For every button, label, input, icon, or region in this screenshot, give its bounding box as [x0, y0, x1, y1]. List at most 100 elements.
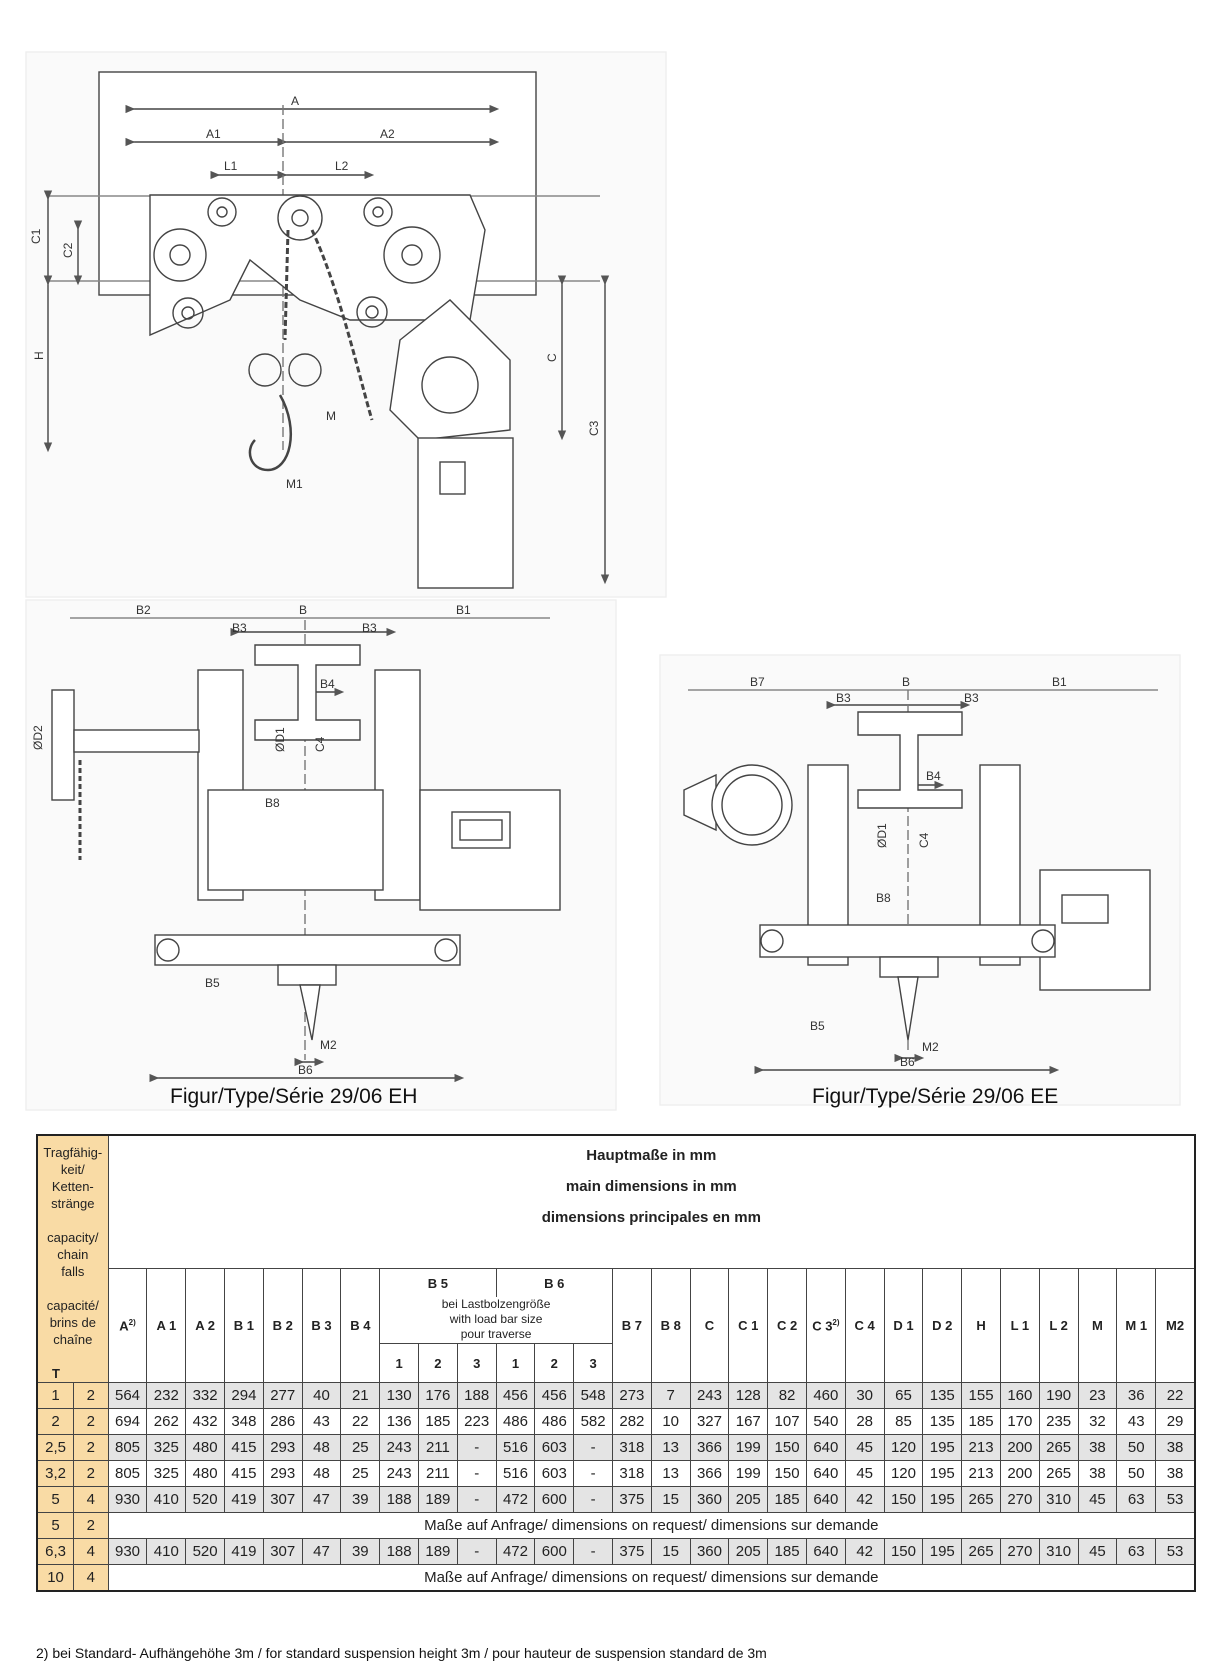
value-cell: 176 [418, 1382, 458, 1409]
label-B3-right: B3 [362, 621, 377, 635]
value-cell: 22 [1155, 1382, 1196, 1409]
capacity-header-line [38, 1280, 108, 1297]
value-cell: 63 [1116, 1538, 1157, 1565]
value-cell: 360 [689, 1538, 730, 1565]
label-B4: B4 [926, 769, 941, 783]
value-cell: 29 [1155, 1408, 1196, 1435]
value-cell: 170 [999, 1408, 1040, 1435]
falls-cell: 2 [73, 1434, 109, 1461]
footnote: 2) bei Standard- Aufhängehöhe 3m / for s… [36, 1645, 767, 1661]
col-header: M [1077, 1268, 1118, 1383]
value-cell: 277 [262, 1382, 303, 1409]
value-cell: 243 [379, 1434, 419, 1461]
capacity-cell: 10 [36, 1564, 75, 1592]
value-cell: 136 [379, 1408, 419, 1435]
value-cell: 366 [689, 1434, 730, 1461]
label-M: M [326, 409, 336, 423]
value-cell: 45 [1077, 1486, 1118, 1513]
value-cell: 130 [379, 1382, 419, 1409]
capacity-header: Tragfähig-keit/Ketten-stränge capacity/c… [36, 1134, 109, 1383]
col-header-B6: B 6 [495, 1268, 613, 1297]
value-cell: 419 [224, 1538, 264, 1565]
value-cell: 472 [495, 1538, 536, 1565]
label-B1: B1 [456, 603, 471, 617]
capacity-cell: 2 [36, 1408, 75, 1435]
sub-col-header: 3 [573, 1343, 613, 1383]
value-cell: 265 [1038, 1434, 1079, 1461]
col-header: C [689, 1268, 730, 1383]
value-cell: 38 [1155, 1434, 1196, 1461]
falls-cell: 2 [73, 1382, 109, 1409]
value-cell: 38 [1155, 1460, 1196, 1487]
col-header: B 8 [650, 1268, 691, 1383]
col-header: A 1 [146, 1268, 187, 1383]
value-cell: 930 [107, 1538, 148, 1565]
value-cell: 53 [1155, 1486, 1196, 1513]
value-cell: 39 [340, 1486, 381, 1513]
label-B3-right: B3 [964, 691, 979, 705]
value-cell: 805 [107, 1434, 148, 1461]
capacity-cell: 2,5 [36, 1434, 75, 1461]
value-cell: 213 [961, 1460, 1001, 1487]
sub-col-header: 1 [495, 1343, 536, 1383]
table-title-line: Hauptmaße in mm [586, 1147, 717, 1164]
front-view-ee-drawing [659, 654, 1181, 1106]
technical-drawings: A A1 A2 L1 L2 C1 C2 H C C3 M M1 [25, 51, 1181, 1111]
side-view-drawing [25, 51, 667, 598]
falls-cell: 4 [73, 1564, 109, 1592]
value-cell: 189 [418, 1538, 458, 1565]
value-cell: 155 [961, 1382, 1001, 1409]
value-cell: 23 [1077, 1382, 1118, 1409]
side-view-labels: A A1 A2 L1 L2 C1 C2 H C C3 M M1 [29, 94, 601, 491]
label-C4: C4 [917, 832, 931, 848]
value-cell: 205 [728, 1486, 769, 1513]
value-cell: 205 [728, 1538, 769, 1565]
value-cell: 600 [534, 1538, 575, 1565]
load-bar-line: with load bar size [449, 1312, 543, 1326]
value-cell: 32 [1077, 1408, 1118, 1435]
value-cell: - [456, 1460, 497, 1487]
value-cell: 582 [573, 1408, 613, 1435]
col-header: B 2 [262, 1268, 303, 1383]
value-cell: 47 [301, 1538, 342, 1565]
dimensions-table: Tragfähig-keit/Ketten-stränge capacity/c… [36, 1134, 1196, 1592]
label-C3: C3 [587, 420, 601, 436]
label-D1: ØD1 [273, 727, 287, 752]
value-cell: 265 [1038, 1460, 1079, 1487]
value-cell: 7 [650, 1382, 691, 1409]
value-cell: 42 [844, 1538, 885, 1565]
value-cell: - [456, 1538, 497, 1565]
value-cell: 235 [1038, 1408, 1079, 1435]
label-L2: L2 [335, 159, 349, 173]
on-request-note: Maße auf Anfrage/ dimensions on request/… [107, 1564, 1196, 1592]
col-header-label: C 3 [812, 1318, 833, 1334]
value-cell: 600 [534, 1486, 575, 1513]
label-M1: M1 [286, 477, 303, 491]
col-header: L 1 [999, 1268, 1040, 1383]
load-bar-line: pour traverse [460, 1327, 532, 1341]
value-cell: 150 [883, 1538, 924, 1565]
value-cell: 520 [185, 1486, 226, 1513]
value-cell: 520 [185, 1538, 226, 1565]
value-cell: 47 [301, 1486, 342, 1513]
value-cell: 30 [844, 1382, 885, 1409]
capacity-cell: 6,3 [36, 1538, 75, 1565]
value-cell: 200 [999, 1460, 1040, 1487]
label-M2: M2 [320, 1038, 337, 1052]
value-cell: 419 [224, 1486, 264, 1513]
value-cell: 63 [1116, 1486, 1157, 1513]
col-header: C 4 [844, 1268, 885, 1383]
value-cell: 360 [689, 1486, 730, 1513]
value-cell: 603 [534, 1434, 575, 1461]
figure-caption-ee: Figur/Type/Série 29/06 EE [812, 1085, 1059, 1108]
capacity-header-line: falls [61, 1264, 85, 1279]
value-cell: 45 [1077, 1538, 1118, 1565]
value-cell: 480 [185, 1434, 226, 1461]
value-cell: 930 [107, 1486, 148, 1513]
